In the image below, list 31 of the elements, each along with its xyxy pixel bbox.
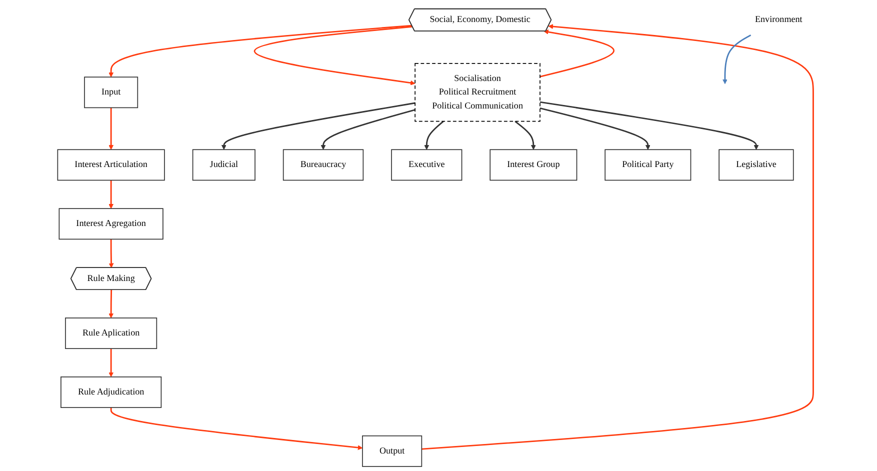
node-box: Rule Adjudication [60, 376, 162, 408]
arrow [540, 101, 759, 150]
arrow [424, 120, 444, 150]
node-box: Legislative [718, 149, 794, 181]
node-box: Bureaucracy [282, 149, 364, 181]
node-box: Interest Agregation [58, 208, 164, 240]
arrow [108, 24, 412, 78]
arrow [108, 108, 114, 150]
arrow [540, 29, 615, 78]
arrow [422, 24, 814, 450]
arrow [722, 34, 752, 84]
arrow [110, 408, 363, 450]
node-box: Interest Articulation [57, 149, 165, 181]
node-box: Judicial [192, 149, 256, 181]
arrow [108, 180, 114, 209]
node-box: Socialisation Political Recruitment Political Communication [414, 63, 540, 122]
node-box: Executive [391, 149, 462, 181]
node-box: Output [362, 435, 422, 467]
node-box: Political Party [604, 149, 692, 181]
node-box: Interest Group [490, 149, 578, 181]
arrow [254, 26, 416, 86]
arrow [540, 108, 650, 150]
arrow [108, 348, 114, 378]
arrow [221, 102, 416, 150]
arrow [108, 239, 114, 268]
arrow [320, 109, 416, 150]
arrow [108, 290, 114, 318]
node-text: Environment [754, 14, 802, 24]
arrow [514, 120, 536, 150]
node-box: Input [84, 76, 138, 108]
node-box: Rule Aplication [65, 318, 158, 349]
